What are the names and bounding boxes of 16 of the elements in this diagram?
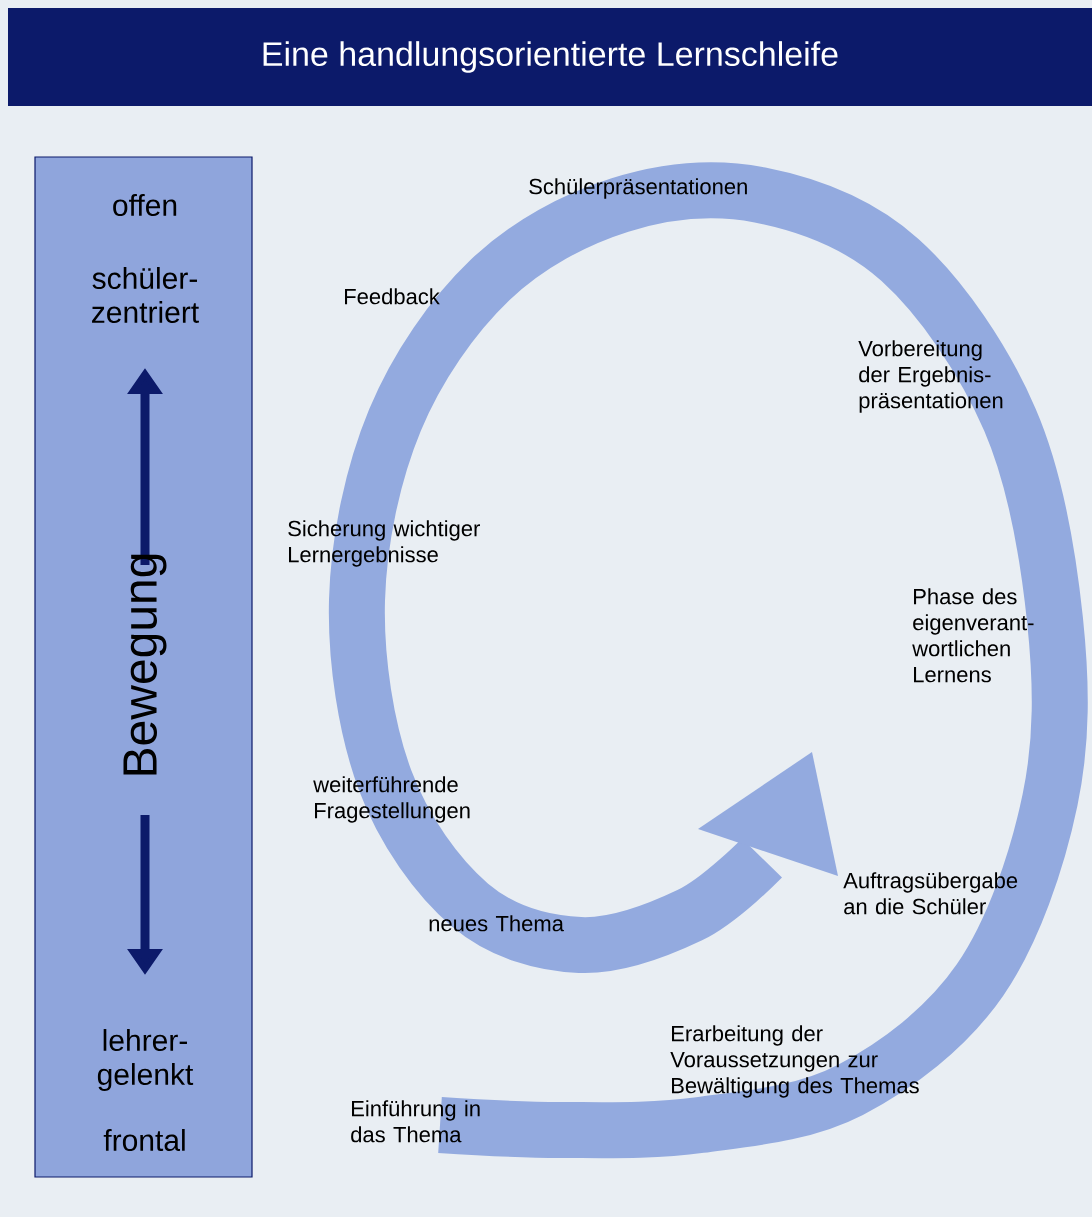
stage-label: Einführung in das Thema	[351, 1100, 480, 1143]
stage-label: weiterführende Fragestellungen	[313, 776, 470, 823]
stage-label: Feedback	[345, 288, 440, 305]
box-label: frontal	[103, 1129, 185, 1152]
box-label: offen	[113, 194, 177, 216]
box-label: lehrer-gelenkt	[97, 1029, 194, 1091]
stage-label: Sicherung wichtiger Lernergebnisse	[288, 520, 480, 567]
box-label: Bewegung	[123, 554, 167, 775]
stage-label: Auftragsübergabe an die Schüler	[843, 872, 1018, 915]
stage-label: Schülerpräsentationen	[529, 178, 747, 199]
stage-label: Vorbereitung der Ergebnis-präsentationen	[858, 340, 1003, 413]
stage-label: neues Thema	[429, 915, 564, 932]
box-label: schüler-zentriert	[92, 267, 199, 323]
stage-label: Phase des eigenverant-wortlichen Lernens	[912, 588, 1034, 683]
stage-label: Erarbeitung der Voraussetzungen zur Bewältigung des Themas	[670, 1025, 919, 1098]
title-banner: Eine handlungsorientierte Lernschleife	[8, 8, 1092, 106]
